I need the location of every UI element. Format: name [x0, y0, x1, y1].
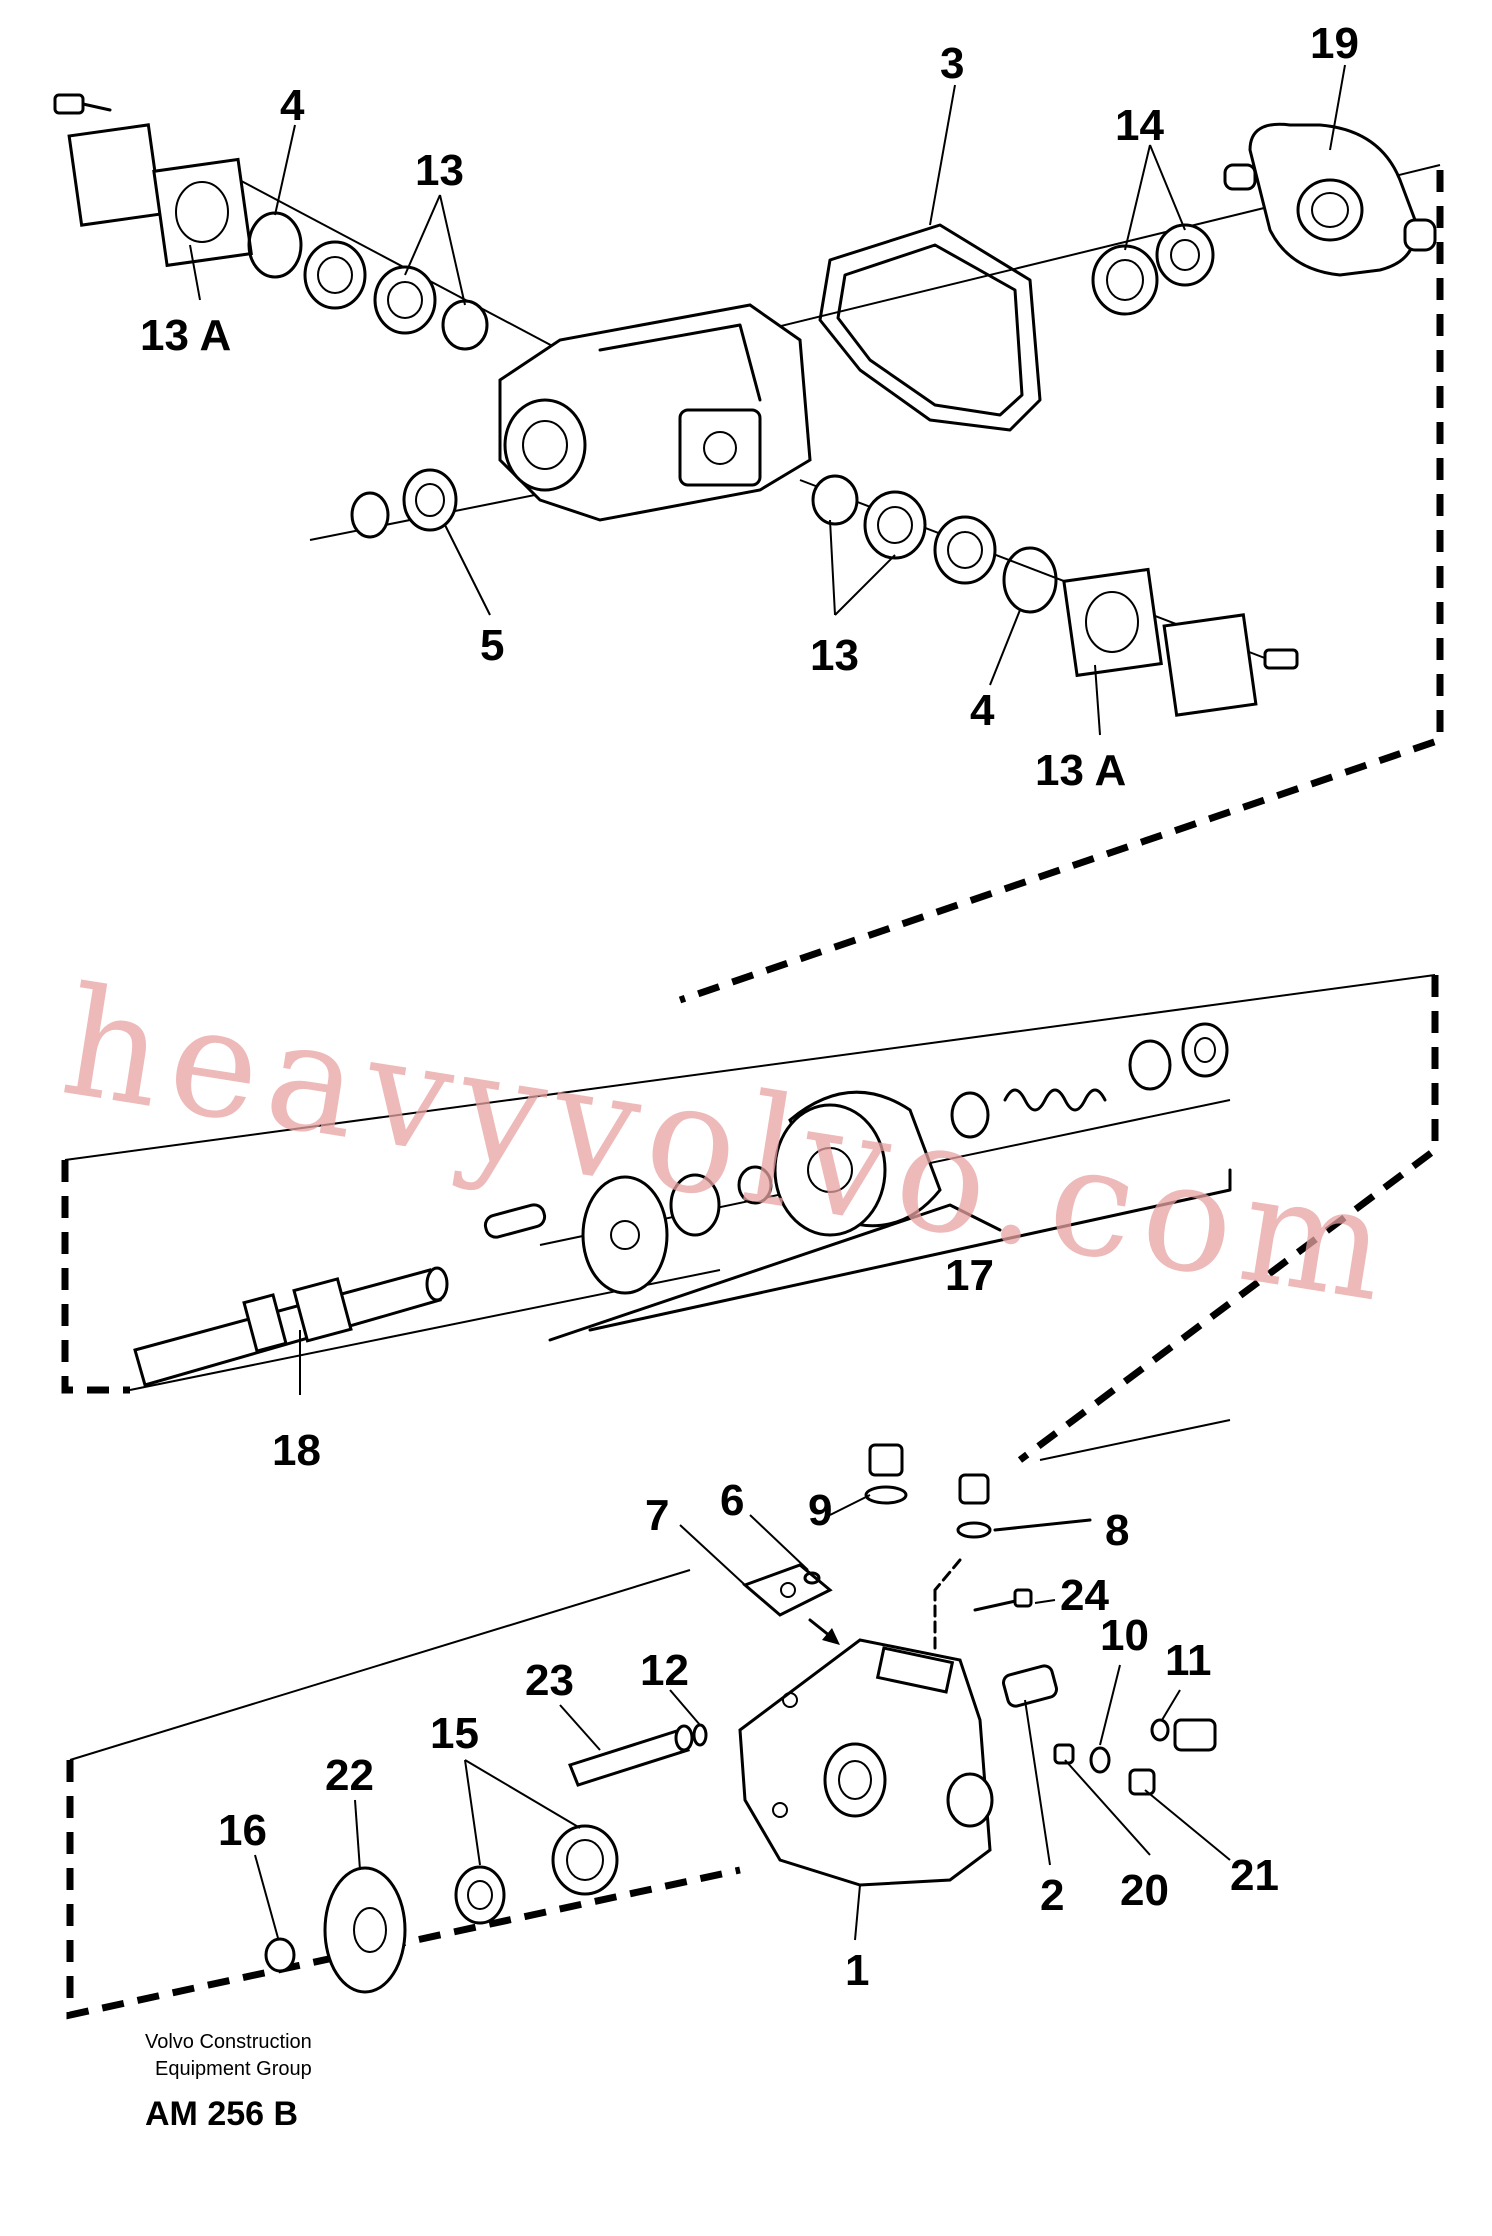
callout-7: 7 [645, 1491, 669, 1540]
part-24-screw [973, 1588, 1033, 1612]
callout-10: 10 [1100, 1611, 1149, 1660]
part-21-nut [1128, 1768, 1156, 1796]
pump-housing [498, 303, 812, 522]
part-13a-cover-mid [1062, 567, 1299, 717]
callout-15: 15 [430, 1709, 479, 1758]
callout-13-top: 13 [415, 146, 464, 195]
middle-frame-left [61, 1160, 130, 1394]
callout-14: 14 [1115, 101, 1164, 150]
callout-24: 24 [1060, 1571, 1109, 1620]
top-assembly-frame [678, 170, 1444, 1004]
part-2-sleeve [1002, 1664, 1058, 1708]
part-17-rotating-group [483, 1022, 1229, 1295]
part-7-plate [742, 1563, 833, 1617]
callout-13a-top: 13 A [140, 311, 231, 360]
callout-3: 3 [940, 39, 964, 88]
callout-16: 16 [218, 1806, 267, 1855]
part-8-plug [956, 1473, 992, 1539]
part-13-bearings-mid [811, 474, 997, 585]
drawing-code: AM 256 B [145, 2095, 298, 2133]
callout-18: 18 [272, 1426, 321, 1475]
callout-11: 11 [1165, 1636, 1212, 1685]
callout-12: 12 [640, 1646, 689, 1695]
part-22-disc [323, 1866, 407, 1994]
part-5-bearing [350, 468, 458, 539]
part-12-ring [692, 1723, 708, 1747]
callout-8: 8 [1105, 1506, 1129, 1555]
bottom-assembly: 9 6 7 8 24 10 11 23 12 22 15 16 2 20 21 … [66, 1419, 1279, 2020]
footer-line-2: Equipment Group [155, 2058, 312, 2080]
part-11-ring [1150, 1718, 1170, 1742]
part-19-bearing-housing [1223, 122, 1437, 277]
part-23-pin [568, 1724, 694, 1787]
callout-2: 2 [1040, 1871, 1064, 1920]
part-13-bearings-top [303, 240, 489, 351]
footer: Volvo Construction Equipment Group AM 25… [145, 2031, 312, 2133]
callout-20: 20 [1120, 1866, 1169, 1915]
top-assembly: 19 3 14 4 13 13 A 5 13 4 13 A [53, 19, 1444, 1004]
middle-frame-right [1017, 975, 1439, 1463]
part-14-bearings [1091, 223, 1215, 316]
callout-4-mid: 4 [970, 686, 995, 735]
part-11-plug [1173, 1718, 1217, 1752]
callout-5: 5 [480, 621, 504, 670]
part-16-ring [264, 1937, 296, 1973]
part-15-bearings [454, 1824, 619, 1925]
callout-1: 1 [845, 1946, 869, 1995]
callout-21: 21 [1230, 1851, 1279, 1900]
callout-22: 22 [325, 1751, 374, 1800]
bottom-frame-left [66, 1760, 741, 2020]
part-4-oring-top [247, 211, 303, 279]
part-3-gasket [818, 223, 1042, 432]
part-1-end-cover [738, 1638, 994, 1887]
part-20-nut [1053, 1743, 1075, 1765]
callout-6: 6 [720, 1476, 744, 1525]
callout-13a-mid: 13 A [1035, 746, 1126, 795]
callout-23: 23 [525, 1656, 574, 1705]
part-18-shaft [133, 1266, 449, 1387]
part-10-ring [1089, 1746, 1111, 1774]
part-6-ring [803, 1571, 821, 1585]
part-13a-cover-top [53, 93, 253, 268]
callout-4-top: 4 [280, 81, 305, 130]
callout-19: 19 [1310, 19, 1359, 68]
callout-17: 17 [945, 1251, 994, 1300]
footer-line-1: Volvo Construction [145, 2031, 312, 2053]
callout-13-mid: 13 [810, 631, 859, 680]
part-4-oring-mid [1002, 546, 1058, 614]
middle-assembly: 17 18 [61, 974, 1439, 1475]
part-9-plug [864, 1443, 908, 1505]
callout-9: 9 [808, 1486, 832, 1535]
